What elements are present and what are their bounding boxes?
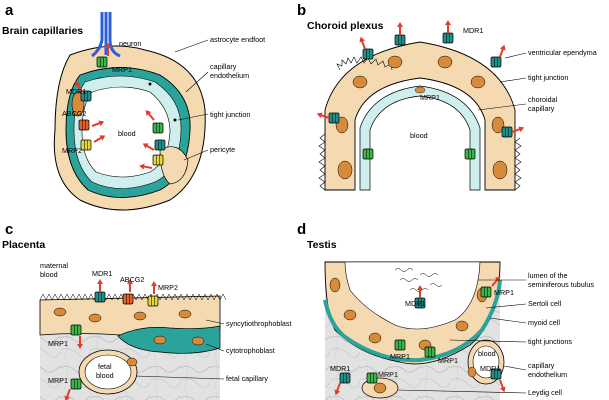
tight-junction-icon [173, 118, 177, 122]
nucleus-icon [329, 277, 341, 293]
label-mdr1-d-r: MDR1 [480, 364, 500, 373]
label-mrp1-d-bl: MRP1 [378, 370, 398, 379]
microvilli-icon [318, 56, 522, 191]
label-tight-junction-a: tight junction [210, 110, 250, 119]
label-mdr1-a: MDR1 [66, 87, 86, 96]
label-cytotro: cytotrophoblast [226, 346, 275, 355]
label-abcg2: ABCG2 [62, 109, 86, 118]
nucleus-icon [470, 75, 486, 89]
label-syncytio: syncytiothrophoblast [226, 319, 292, 328]
panel-title-b: Choroid plexus [307, 20, 384, 32]
blood-lumen-a [81, 86, 171, 178]
nucleus-icon [153, 335, 167, 345]
panel-letter-a: a [5, 2, 14, 19]
nucleus-icon [455, 320, 469, 332]
nucleus-icon [368, 332, 382, 344]
nucleus-icon [337, 160, 353, 180]
nucleus-icon [492, 160, 508, 180]
label-blood-a: blood [118, 129, 136, 138]
label-blood-d: blood [478, 349, 496, 358]
label-neuron: neuron [119, 39, 141, 48]
label-leydig: Leydig cell [528, 388, 562, 397]
nucleus-icon [387, 55, 403, 69]
label-tight-junction-b: tight junction [528, 73, 568, 82]
nucleus-icon [437, 55, 453, 69]
nucleus-icon [133, 311, 147, 321]
label-mrp1-b: MRP1 [420, 93, 440, 102]
lumen [344, 261, 481, 330]
nucleus-icon [352, 75, 368, 89]
label-astrocyte: astrocyte endfoot [210, 35, 265, 44]
panel-letter-c: c [5, 221, 13, 238]
label-ventricular: ventricular ependyma [528, 48, 597, 57]
label-mrp2-a: MRP2 [62, 146, 82, 155]
label-myoid: myoid cell [528, 318, 560, 327]
pericyte [159, 146, 189, 185]
panel-b: b Choroid plexus MDR1 ventricular ependy… [297, 2, 597, 191]
label-tight-junctions-d: tight junctions [528, 337, 572, 346]
nucleus-icon [191, 336, 205, 346]
label-mdr1-d-center: MDR1 [405, 299, 425, 308]
label-sertoli: Sertoli cell [528, 299, 562, 308]
panel-title-a: Brain capillaries [2, 25, 83, 37]
label-mrp1-d-b: MRP1 [438, 356, 458, 365]
label-pericyte: pericyte [210, 145, 235, 154]
ependyma [324, 41, 516, 191]
nucleus-icon [414, 86, 426, 94]
label-mrp2-c: MRP2 [158, 283, 178, 292]
nucleus-icon [491, 116, 505, 134]
panel-title-c: Placenta [2, 239, 45, 251]
nucleus-icon [373, 382, 387, 394]
label-mrp1-c-top: MRP1 [48, 339, 68, 348]
nucleus-icon [343, 309, 357, 321]
label-mrp1-d-a: MRP1 [390, 352, 410, 361]
label-fetal-cap: fetal capillary [226, 374, 268, 383]
label-mdr1-b: MDR1 [463, 26, 483, 35]
panel-title-d: Testis [307, 239, 337, 251]
label-blood-b: blood [410, 131, 428, 140]
nucleus-icon [126, 357, 138, 367]
nucleus-icon [53, 307, 67, 317]
label-mdr1-c: MDR1 [92, 269, 112, 278]
label-mrp1-a: MRP1 [112, 65, 132, 74]
panel-a: a Brain capillaries neuron astrocyte end… [2, 2, 265, 211]
myoid-layer [323, 279, 502, 363]
label-abcg2-c: ABCG2 [120, 275, 144, 284]
label-mrp1-c-bottom: MRP1 [48, 376, 68, 385]
nucleus-icon [467, 366, 477, 378]
nucleus-icon [88, 313, 102, 323]
tight-junction-icon [148, 82, 152, 86]
label-mrp1-d-right: MRP1 [494, 288, 514, 297]
nucleus-icon [178, 309, 192, 319]
microvilli-icon [39, 293, 227, 301]
panel-letter-b: b [297, 2, 306, 19]
cytotrophoblast [117, 325, 221, 354]
label-mdr1-d-bl: MDR1 [330, 364, 350, 373]
choroidal-capillary [359, 85, 481, 191]
panel-letter-d: d [297, 221, 306, 238]
